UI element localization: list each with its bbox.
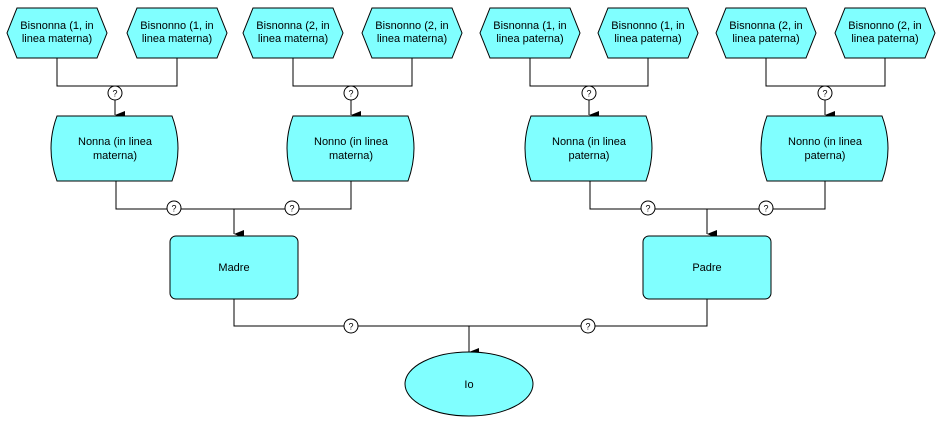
connector-bisnonni-2-paterna — [765, 58, 886, 87]
connector-symbol-5: ? — [166, 200, 182, 216]
connector-symbol-text: ? — [112, 89, 117, 99]
node-nonno-materno[interactable]: Nonno (in linea materna) — [286, 115, 415, 182]
node-label-line1: Nonno (in linea — [788, 136, 863, 148]
node-label-line2: materna) — [93, 150, 137, 162]
connector-symbol-3: ? — [581, 85, 597, 101]
node-nonna-paterna[interactable]: Nonna (in linea paterna) — [524, 115, 653, 182]
node-label-line1: Bisnonno (2, in — [375, 20, 448, 32]
connector-bisnonni-1-paterna — [529, 58, 649, 87]
connector-bisnonni-1-materna — [56, 58, 178, 87]
connector-nonni-paterni — [589, 181, 826, 210]
node-bisnonna-1-materna[interactable]: Bisnonna (1, in linea materna) — [6, 7, 108, 59]
node-nonno-paterno[interactable]: Nonno (in linea paterna) — [760, 115, 889, 182]
node-label-line2: materna) — [329, 150, 373, 162]
connector-symbol-text: ? — [289, 204, 294, 214]
connector-symbol-6: ? — [284, 200, 300, 216]
connector-symbol-text: ? — [348, 89, 353, 99]
connector-symbol-text: ? — [586, 89, 591, 99]
node-label-line2: linea materna) — [258, 33, 328, 45]
node-padre[interactable]: Padre — [642, 235, 772, 300]
node-label-line1: Bisnonna (2, in — [729, 20, 802, 32]
node-madre[interactable]: Madre — [169, 235, 299, 300]
great-grandparents-row: Bisnonna (1, in linea materna) Bisnonno … — [6, 7, 936, 59]
node-label-line1: Bisnonna (1, in — [20, 20, 93, 32]
node-bisnonno-1-materna[interactable]: Bisnonno (1, in linea materna) — [126, 7, 228, 59]
connector-nonni-materni — [115, 181, 352, 210]
connector-symbol-text: ? — [585, 322, 590, 332]
node-label-line2: linea materna) — [142, 33, 212, 45]
node-bisnonna-2-materna[interactable]: Bisnonna (2, in linea materna) — [242, 7, 344, 59]
node-label-line1: Bisnonna (2, in — [256, 20, 329, 32]
connector-bisnonni-2-materna — [292, 58, 413, 87]
connector-symbol-1: ? — [107, 85, 123, 101]
connector-symbols: ? ? ? ? ? ? ? ? — [107, 85, 833, 334]
node-label-line1: Bisnonno (2, in — [848, 20, 921, 32]
grandparents-row: Nonna (in linea materna) Nonno (in linea… — [50, 115, 889, 182]
connector-symbol-10: ? — [580, 318, 596, 334]
connector-symbol-text: ? — [645, 204, 650, 214]
node-label-line2: linea paterna) — [614, 33, 681, 45]
connector-symbol-text: ? — [822, 89, 827, 99]
node-label-line1: Bisnonno (1, in — [140, 20, 213, 32]
node-bisnonno-2-materna[interactable]: Bisnonno (2, in linea materna) — [361, 7, 463, 59]
connector-symbol-8: ? — [758, 200, 774, 216]
connector-symbol-9: ? — [343, 318, 359, 334]
node-bisnonna-2-paterna[interactable]: Bisnonna (2, in linea paterna) — [715, 7, 817, 59]
node-label-line1: Nonno (in linea — [314, 136, 389, 148]
node-label-line1: Bisnonno (1, in — [611, 20, 684, 32]
node-label: Io — [464, 379, 473, 391]
node-label-line2: linea materna) — [377, 33, 447, 45]
connector-symbol-7: ? — [640, 200, 656, 216]
node-label-line1: Bisnonna (1, in — [493, 20, 566, 32]
connector-symbol-text: ? — [763, 204, 768, 214]
node-label-line1: Nonna (in linea — [78, 136, 153, 148]
connector-symbol-text: ? — [348, 322, 353, 332]
node-label-line2: linea paterna) — [851, 33, 918, 45]
node-bisnonno-2-paterna[interactable]: Bisnonno (2, in linea paterna) — [834, 7, 936, 59]
node-bisnonna-1-paterna[interactable]: Bisnonna (1, in linea paterna) — [479, 7, 581, 59]
node-label: Madre — [218, 262, 249, 274]
connector-genitori — [233, 298, 708, 327]
node-bisnonno-1-paterna[interactable]: Bisnonno (1, in linea paterna) — [597, 7, 699, 59]
node-label-line2: paterna) — [805, 150, 846, 162]
node-label-line2: linea materna) — [22, 33, 92, 45]
node-nonna-materna[interactable]: Nonna (in linea materna) — [50, 115, 179, 182]
node-label-line2: linea paterna) — [732, 33, 799, 45]
node-io[interactable]: Io — [404, 351, 534, 417]
node-label: Padre — [692, 262, 721, 274]
node-label-line1: Nonna (in linea — [552, 136, 627, 148]
node-label-line2: linea paterna) — [496, 33, 563, 45]
connector-symbol-2: ? — [343, 85, 359, 101]
connector-symbol-text: ? — [171, 204, 176, 214]
node-label-line2: paterna) — [569, 150, 610, 162]
parents-row: Madre Padre — [169, 235, 772, 300]
connector-symbol-4: ? — [817, 85, 833, 101]
